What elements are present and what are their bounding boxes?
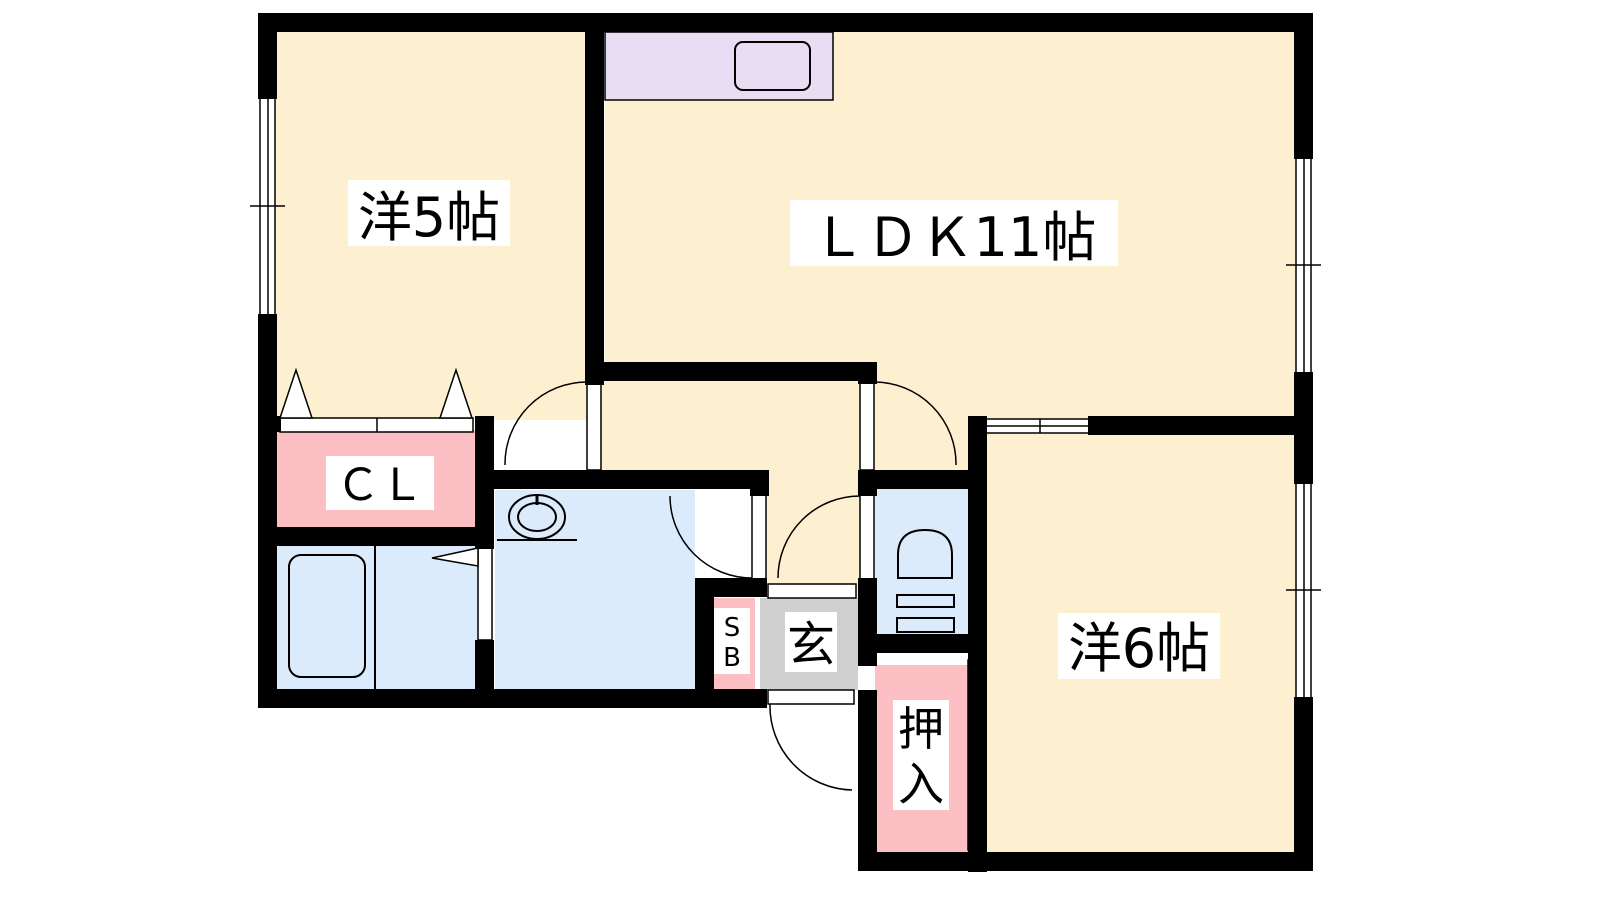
- kitchen-counter: [604, 31, 834, 101]
- room-label-closet: ＣＬ: [336, 460, 424, 511]
- walls: [258, 13, 1313, 872]
- toilet-area: [875, 488, 970, 638]
- bathtub: [288, 554, 366, 678]
- room-label-western-6: 洋6帖: [1068, 617, 1210, 680]
- label-bg: [893, 700, 949, 810]
- hallway-floor: [765, 480, 865, 600]
- room-label-shoe-box-b: B: [723, 643, 741, 673]
- room-label-ldk: ＬＤＫ11帖: [812, 206, 1097, 269]
- bathroom-area: [275, 545, 480, 690]
- hallway-floor: [595, 375, 970, 485]
- toilet-tank: [896, 617, 955, 633]
- door-washroom[interactable]: [669, 492, 767, 580]
- label-bg: [790, 200, 1118, 266]
- room-label-entrance: 玄: [787, 617, 835, 673]
- room-label-oshiire-2: 入: [898, 757, 944, 811]
- room-label-shoe-box-s: S: [724, 613, 741, 643]
- label-bg: [714, 608, 750, 674]
- toilet-bowl: [897, 528, 953, 579]
- sliding-door-western-6[interactable]: [984, 418, 1091, 434]
- label-bg: [1058, 613, 1220, 679]
- door-bathroom[interactable]: [431, 547, 493, 641]
- toilet-seat: [896, 594, 955, 608]
- kitchen-sink: [734, 41, 811, 91]
- entrance-step: [767, 583, 857, 599]
- door-toilet[interactable]: [777, 492, 875, 580]
- door-front[interactable]: [767, 689, 855, 791]
- label-bg: [348, 180, 510, 246]
- label-bg: [785, 612, 837, 672]
- room-label-oshiire-1: 押: [898, 702, 944, 756]
- label-bg: [326, 456, 434, 510]
- room-label-western-5: 洋5帖: [358, 186, 500, 249]
- washroom-area: [495, 490, 695, 690]
